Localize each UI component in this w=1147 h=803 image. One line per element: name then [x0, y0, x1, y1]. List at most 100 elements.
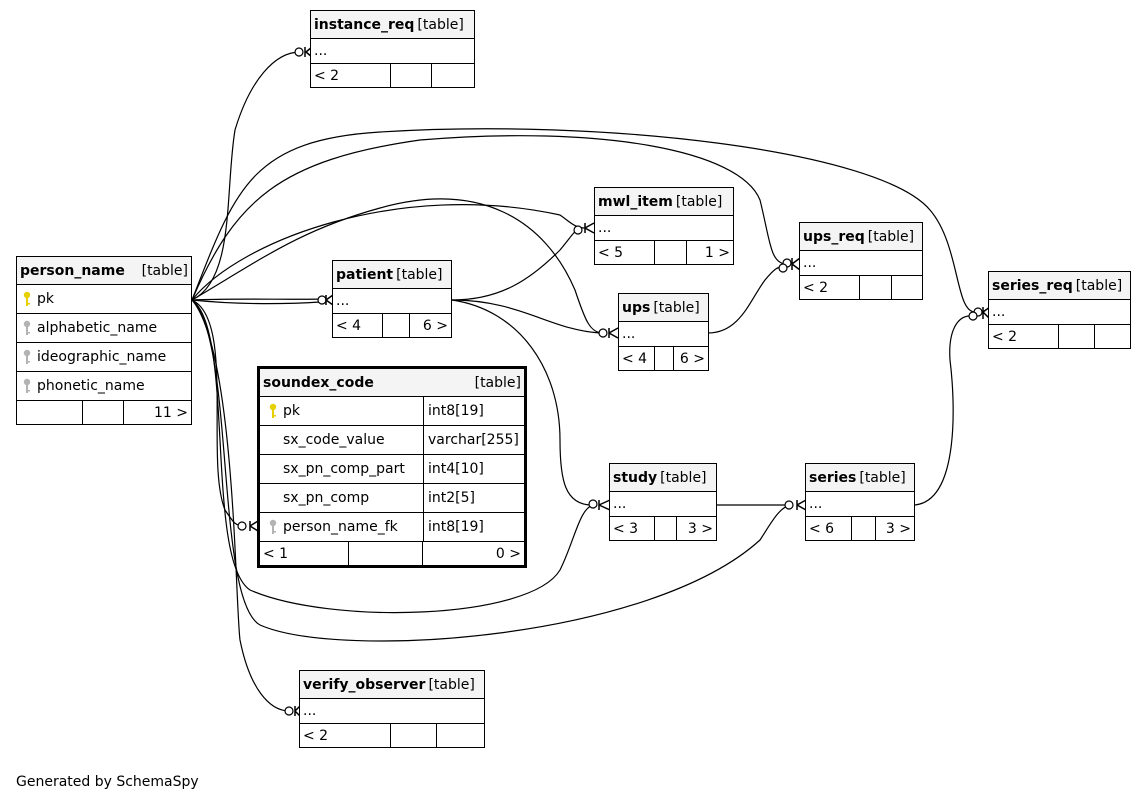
table-kind: [table]: [1075, 277, 1123, 294]
footer-spacer: [391, 64, 432, 87]
table-study[interactable]: study [table] ... < 3 3 >: [609, 463, 717, 541]
column-type: int2[5]: [423, 484, 524, 512]
children-count[interactable]: 3 >: [885, 520, 911, 537]
table-footer: < 4 6 >: [619, 347, 708, 370]
children-count[interactable]: 6 >: [679, 350, 705, 367]
table-verify-observer[interactable]: verify_observer [table] ... < 2: [299, 670, 485, 748]
table-footer: < 5 1 >: [595, 241, 733, 264]
table-footer: < 4 6 >: [333, 314, 451, 337]
column-name: sx_code_value: [283, 432, 385, 448]
parents-count[interactable]: < 4: [333, 314, 383, 337]
ellipsis-row: ...: [595, 216, 733, 241]
table-name: patient: [336, 266, 394, 283]
table-header: study [table]: [610, 464, 716, 492]
foreign-key-icon: [17, 320, 37, 336]
column-row: person_name_fk int8[19]: [260, 513, 524, 542]
table-footer: < 2: [300, 724, 484, 747]
table-patient[interactable]: patient [table] ... < 4 6 >: [332, 260, 452, 338]
edge-patient-a: [191, 298, 321, 301]
table-footer: 11 >: [17, 401, 191, 424]
edge-ups-upsreq: [707, 266, 783, 334]
children-count[interactable]: 0 >: [495, 545, 521, 562]
ellipsis: ...: [314, 43, 328, 59]
table-series-req[interactable]: series_req [table] ... < 2: [988, 271, 1131, 349]
table-ups[interactable]: ups [table] ... < 4 6 >: [618, 293, 709, 371]
parents-count[interactable]: < 1: [260, 542, 349, 565]
ellipsis-row: ...: [806, 492, 914, 517]
ellipsis-row: ...: [610, 492, 716, 517]
table-name: series_req: [992, 277, 1073, 294]
parents-count[interactable]: < 2: [989, 325, 1059, 348]
column-row: sx_pn_comp int2[5]: [260, 484, 524, 513]
table-soundex-code[interactable]: soundex_code [table] pk int8[19] sx_code…: [257, 366, 527, 568]
table-footer: < 2: [311, 64, 474, 87]
column-row: phonetic_name: [17, 372, 191, 401]
parents-count[interactable]: < 6: [806, 517, 852, 540]
parents-count[interactable]: < 2: [300, 724, 391, 747]
column-row: sx_pn_comp_part int4[10]: [260, 455, 524, 484]
edge-soundex: [191, 299, 246, 527]
column-name: alphabetic_name: [37, 320, 158, 336]
column-name: sx_pn_comp_part: [283, 461, 405, 477]
footer-spacer: [860, 276, 892, 299]
column-type: int8[19]: [423, 397, 524, 425]
edge-series-seriesreq: [914, 315, 971, 506]
column-row: pk int8[19]: [260, 397, 524, 426]
table-footer: < 1 0 >: [260, 542, 524, 565]
table-ups-req[interactable]: ups_req [table] ... < 2: [799, 222, 923, 300]
table-footer: < 3 3 >: [610, 517, 716, 540]
table-kind: [table]: [867, 228, 915, 245]
edge-patient-b: [191, 299, 321, 305]
ellipsis-row: ...: [619, 322, 708, 347]
children-count[interactable]: 3 >: [687, 520, 713, 537]
table-header: series [table]: [806, 464, 914, 492]
foreign-key-icon: [17, 349, 37, 365]
table-instance-req[interactable]: instance_req [table] ... < 2: [310, 10, 475, 88]
children-count[interactable]: 1 >: [704, 244, 730, 261]
parents-count[interactable]: < 5: [595, 241, 655, 264]
parents-count[interactable]: < 3: [610, 517, 655, 540]
table-header: person_name [table]: [17, 257, 191, 285]
parents-count: [17, 401, 83, 424]
parents-count[interactable]: < 2: [800, 276, 860, 299]
column-type: int4[10]: [423, 455, 524, 483]
column-row: alphabetic_name: [17, 314, 191, 343]
children-count[interactable]: 6 >: [422, 317, 448, 334]
primary-key-icon: [263, 403, 283, 419]
footer-spacer: [852, 517, 876, 540]
footer-spacer: [391, 724, 437, 747]
edge-instance-req: [191, 51, 301, 301]
parents-count[interactable]: < 2: [311, 64, 391, 87]
table-header: patient [table]: [333, 261, 451, 289]
table-series[interactable]: series [table] ... < 6 3 >: [805, 463, 915, 541]
children-count: [432, 64, 474, 87]
generated-by-label: Generated by SchemaSpy: [16, 774, 199, 790]
table-footer: < 2: [989, 325, 1130, 348]
column-name: pk: [283, 403, 300, 419]
footer-spacer: [655, 347, 674, 370]
ellipsis: ...: [336, 293, 350, 309]
table-name: person_name: [20, 262, 125, 279]
ellipsis-row: ...: [989, 300, 1130, 325]
children-count: [437, 724, 484, 747]
table-name: study: [613, 469, 658, 486]
footer-spacer: [655, 241, 687, 264]
edge-mwl-item: [191, 204, 586, 301]
table-header: soundex_code [table]: [260, 369, 524, 397]
column-name: sx_pn_comp: [283, 490, 370, 506]
children-count[interactable]: 11 >: [154, 404, 188, 421]
table-header: ups [table]: [619, 294, 708, 322]
table-person-name[interactable]: person_name [table] pk alphabetic_name i…: [16, 256, 192, 425]
table-kind: [table]: [859, 469, 906, 486]
ellipsis: ...: [303, 703, 317, 719]
edge-patient-mwl: [451, 229, 579, 301]
children-count: [892, 276, 922, 299]
table-kind: [table]: [653, 299, 700, 316]
column-row: ideographic_name: [17, 343, 191, 372]
table-mwl-item[interactable]: mwl_item [table] ... < 5 1 >: [594, 187, 734, 265]
table-name: mwl_item: [598, 193, 673, 210]
table-name: instance_req: [314, 16, 415, 33]
column-name: ideographic_name: [37, 349, 167, 365]
parents-count[interactable]: < 4: [619, 347, 655, 370]
edge-series: [191, 299, 793, 642]
